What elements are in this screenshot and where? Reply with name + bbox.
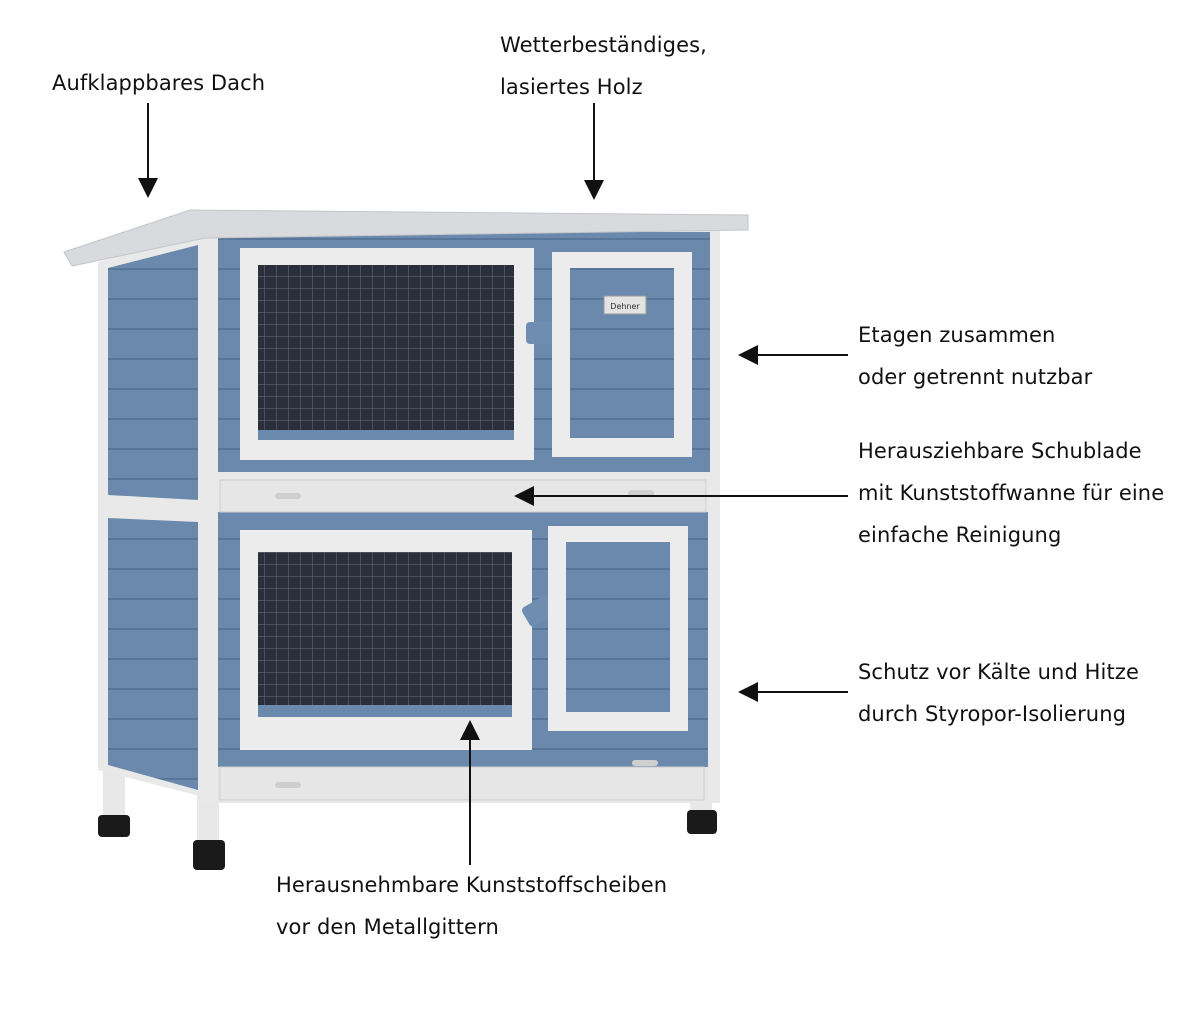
label-roof: Aufklappbares Dach <box>52 71 266 95</box>
hutch-roof <box>63 209 749 267</box>
upper-solid-door: Dehner <box>552 252 692 457</box>
label-panes: Herausnehmbare Kunststoffscheiben vor de… <box>276 873 668 939</box>
label-drawer: Herausziehbare Schublade mit Kunststoffw… <box>858 439 1165 547</box>
label-insulation: Schutz vor Kälte und Hitze durch Styropo… <box>858 660 1139 726</box>
label-floors: Etagen zusammen oder getrennt nutzbar <box>858 323 1093 389</box>
brand-badge: Dehner <box>610 302 640 311</box>
bottom-tray <box>219 760 705 801</box>
lower-solid-door <box>548 526 688 731</box>
upper-mesh-door <box>240 248 556 460</box>
callout-arrows <box>138 103 848 865</box>
hutch-side-panel <box>98 232 215 800</box>
lower-mesh-door <box>240 530 557 750</box>
label-wood: Wetterbeständiges, lasiertes Holz <box>500 33 707 99</box>
